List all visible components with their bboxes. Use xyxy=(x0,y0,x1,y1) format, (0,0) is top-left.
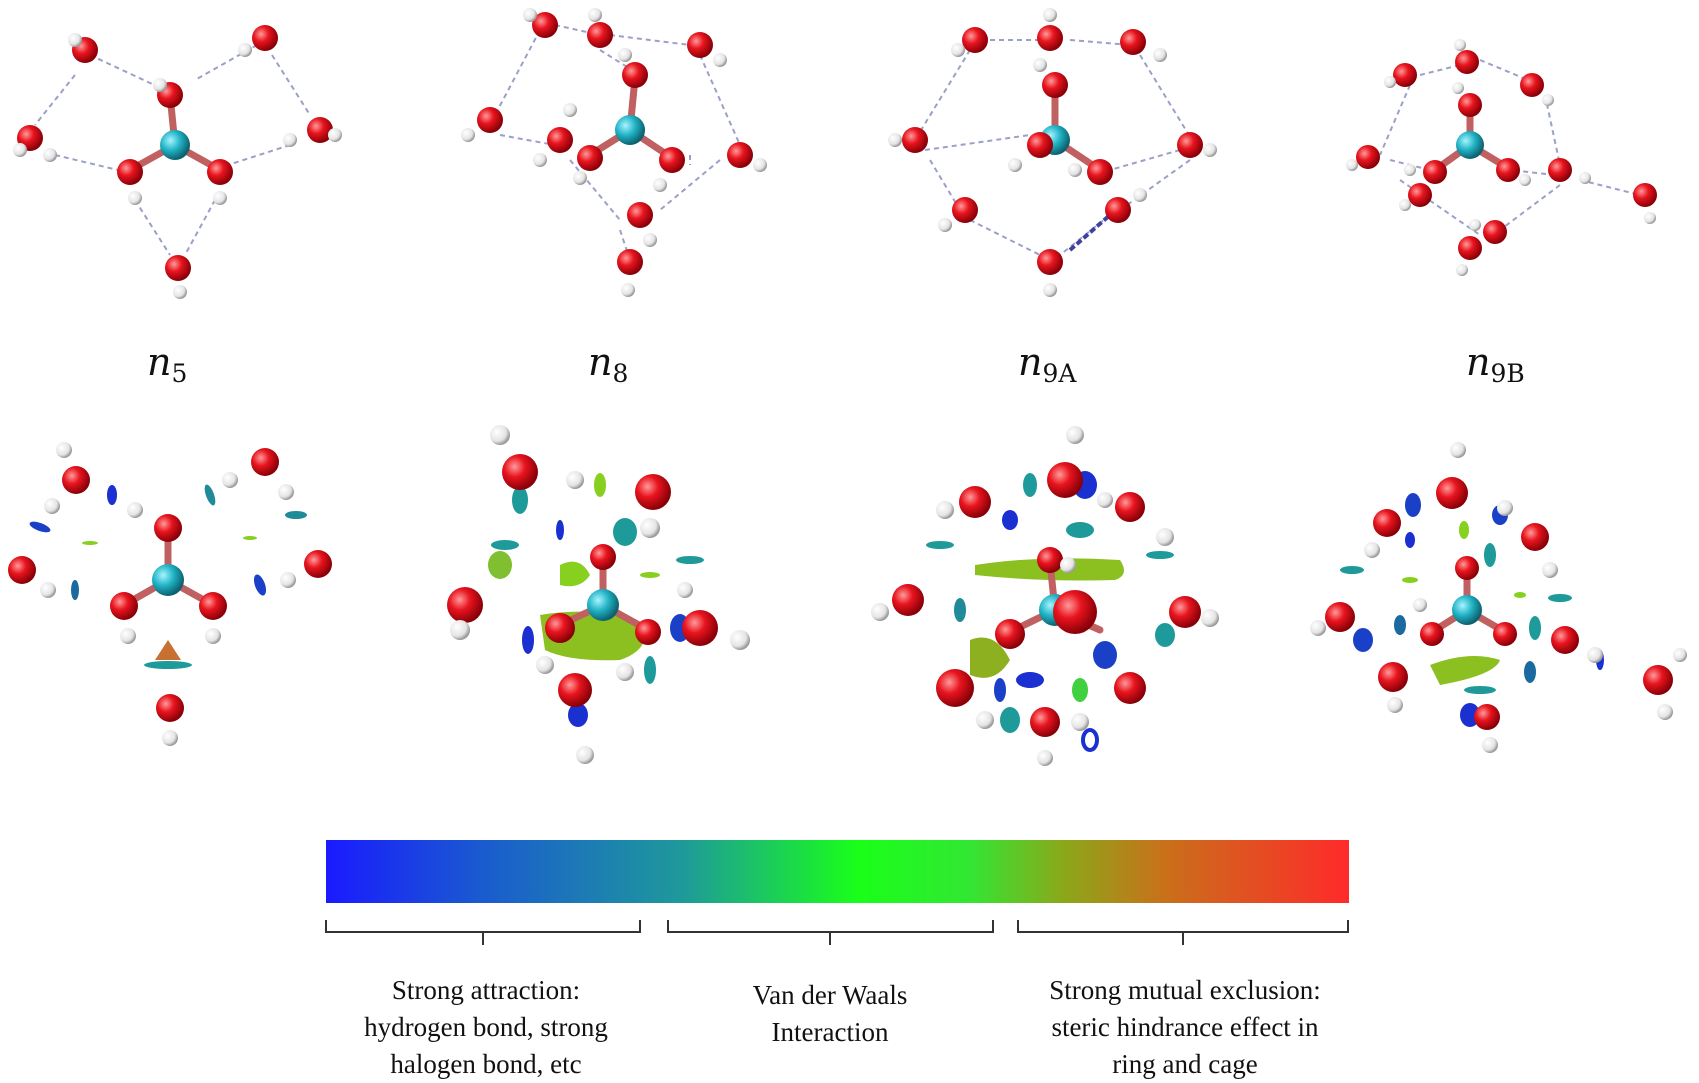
nci-n8 xyxy=(447,425,750,764)
nci-n9b xyxy=(1310,442,1687,753)
brace-attraction xyxy=(325,920,641,945)
structure-n5 xyxy=(13,25,342,299)
attraction-description: Strong attraction: hydrogen bond, strong… xyxy=(364,975,608,1079)
exclusion-description: Strong mutual exclusion: steric hindranc… xyxy=(1049,975,1321,1079)
structure-n8 xyxy=(461,8,767,297)
structure-n9a xyxy=(888,8,1217,297)
structure-n9b xyxy=(1346,39,1657,276)
van-der-waals-description: Van der Waals Interaction xyxy=(752,980,908,1047)
label-n5: n5 xyxy=(147,340,188,388)
nci-n5 xyxy=(8,442,332,746)
nci-n9a xyxy=(871,426,1219,766)
color-scale-bar xyxy=(326,840,1349,903)
label-n9b: n9B xyxy=(1466,340,1525,388)
label-n8: n8 xyxy=(588,340,629,388)
brace-van-der-waals xyxy=(667,920,994,945)
range-braces xyxy=(325,920,1349,945)
label-n9a: n9A xyxy=(1018,340,1077,388)
brace-exclusion xyxy=(1017,920,1349,945)
